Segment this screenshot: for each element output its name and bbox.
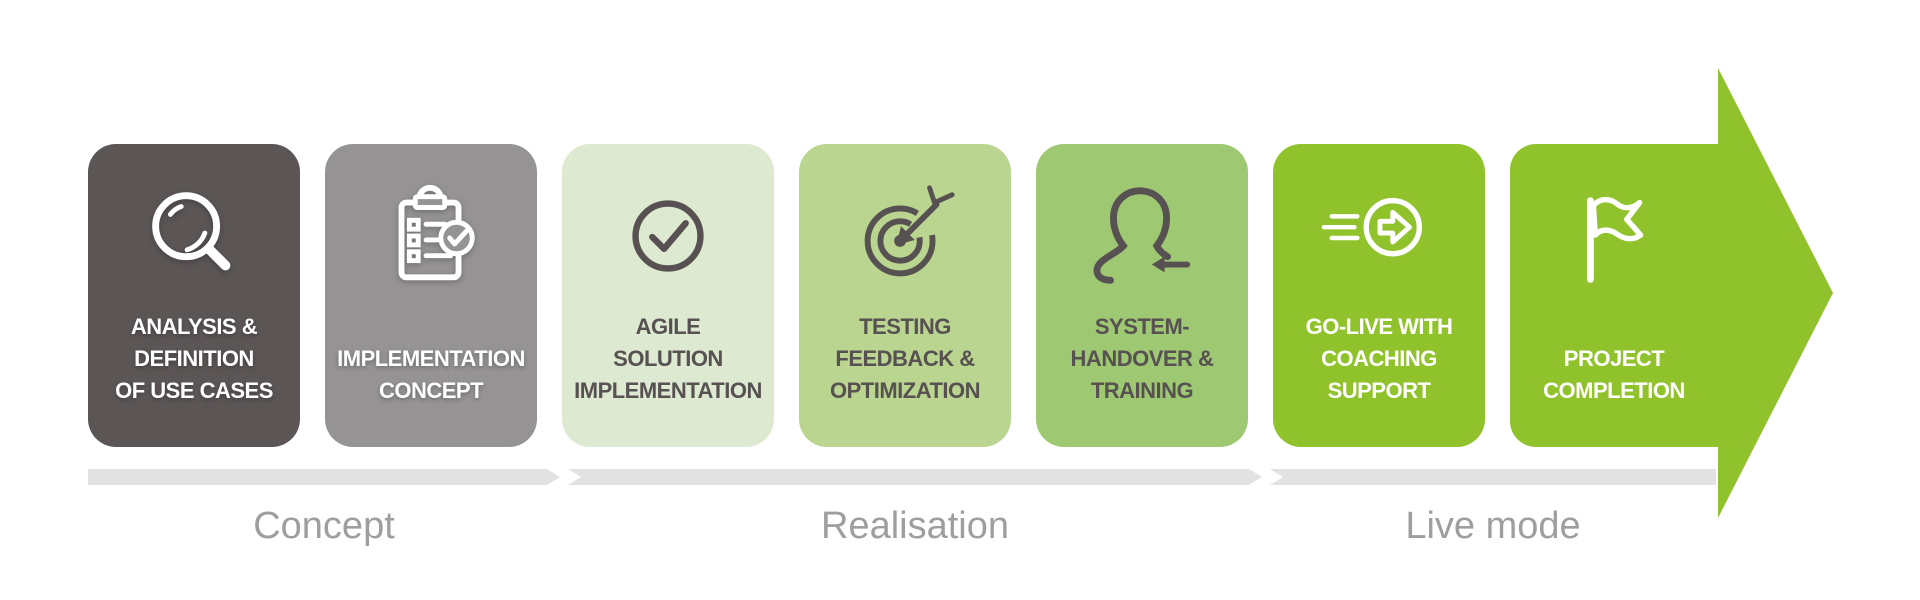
golive-arrow-icon (1321, 197, 1423, 257)
flag-icon (1586, 196, 1644, 283)
target-dart-icon (864, 185, 959, 277)
step-title-line: OPTIMIZATION (829, 378, 981, 403)
step-title-line: IMPLEMENTATION (337, 346, 525, 371)
check-circle-icon (632, 200, 704, 272)
step-title: ANALYSIS & DEFINITION OF USE CASES (92, 311, 296, 407)
step-title-line: AGILE (635, 314, 701, 339)
phase-label-realisation: Realisation (821, 505, 1009, 547)
step-card-5: SYSTEM- HANDOVER & TRAINING (1036, 144, 1248, 447)
step-icon-box (325, 166, 537, 310)
step-card-1: ANALYSIS & DEFINITION OF USE CASES (88, 144, 300, 447)
step-card-4: TESTING FEEDBACK & OPTIMIZATION (799, 144, 1011, 447)
step-card-7: PROJECT COMPLETION (1510, 68, 1833, 518)
step-title-line: ANALYSIS & (130, 314, 258, 339)
step-icon-box (88, 166, 300, 310)
step-title-line: SYSTEM- (1094, 314, 1190, 339)
phase-label-concept: Concept (253, 505, 395, 547)
step-title-line: FEEDBACK & (835, 346, 975, 371)
step-card-3: AGILE SOLUTION IMPLEMENTATION (562, 144, 774, 447)
step-title-line: HANDOVER & (1070, 346, 1214, 371)
step-title: TESTING FEEDBACK & OPTIMIZATION (803, 311, 1007, 407)
step-title: GO-LIVE WITH COACHING SUPPORT (1277, 311, 1481, 407)
step-title: IMPLEMENTATION CONCEPT (329, 343, 533, 407)
step-icon-box (799, 166, 1011, 310)
step-title-line: SOLUTION (613, 346, 723, 371)
step-title-line: TESTING (859, 314, 951, 339)
step-title-line: TRAINING (1090, 378, 1194, 403)
person-handover-icon (1093, 187, 1191, 284)
step-title-line: CONCEPT (378, 378, 484, 403)
step-title-line: DEFINITION (134, 346, 254, 371)
step-title-line: SUPPORT (1327, 378, 1431, 403)
step-icon-box (1510, 166, 1718, 310)
step-title: SYSTEM- HANDOVER & TRAINING (1040, 311, 1244, 407)
step-title: AGILE SOLUTION IMPLEMENTATION (566, 311, 770, 407)
forward-arrow-shape (1510, 68, 1833, 518)
step-title: PROJECT COMPLETION (1514, 343, 1714, 407)
phase-bar-live-mode (1270, 469, 1716, 485)
step-icon-box (562, 166, 774, 310)
step-title-line: OF USE CASES (115, 378, 273, 403)
step-card-6: GO-LIVE WITH COACHING SUPPORT (1273, 144, 1485, 447)
phase-label-live-mode: Live mode (1405, 505, 1581, 547)
step-icon-box (1036, 166, 1248, 310)
step-title-line: PROJECT (1563, 346, 1665, 371)
step-title-line: COMPLETION (1543, 378, 1685, 403)
step-title-line: IMPLEMENTATION (574, 378, 762, 403)
phase-bar-realisation (568, 469, 1262, 485)
step-icon-box (1273, 166, 1485, 310)
magnifier-icon (152, 192, 231, 271)
step-title-line: COACHING (1321, 346, 1437, 371)
phase-bar-concept (88, 469, 560, 485)
step-title-line: GO-LIVE WITH (1305, 314, 1453, 339)
step-card-2: IMPLEMENTATION CONCEPT (325, 144, 537, 447)
clipboard-check-icon (398, 184, 475, 281)
